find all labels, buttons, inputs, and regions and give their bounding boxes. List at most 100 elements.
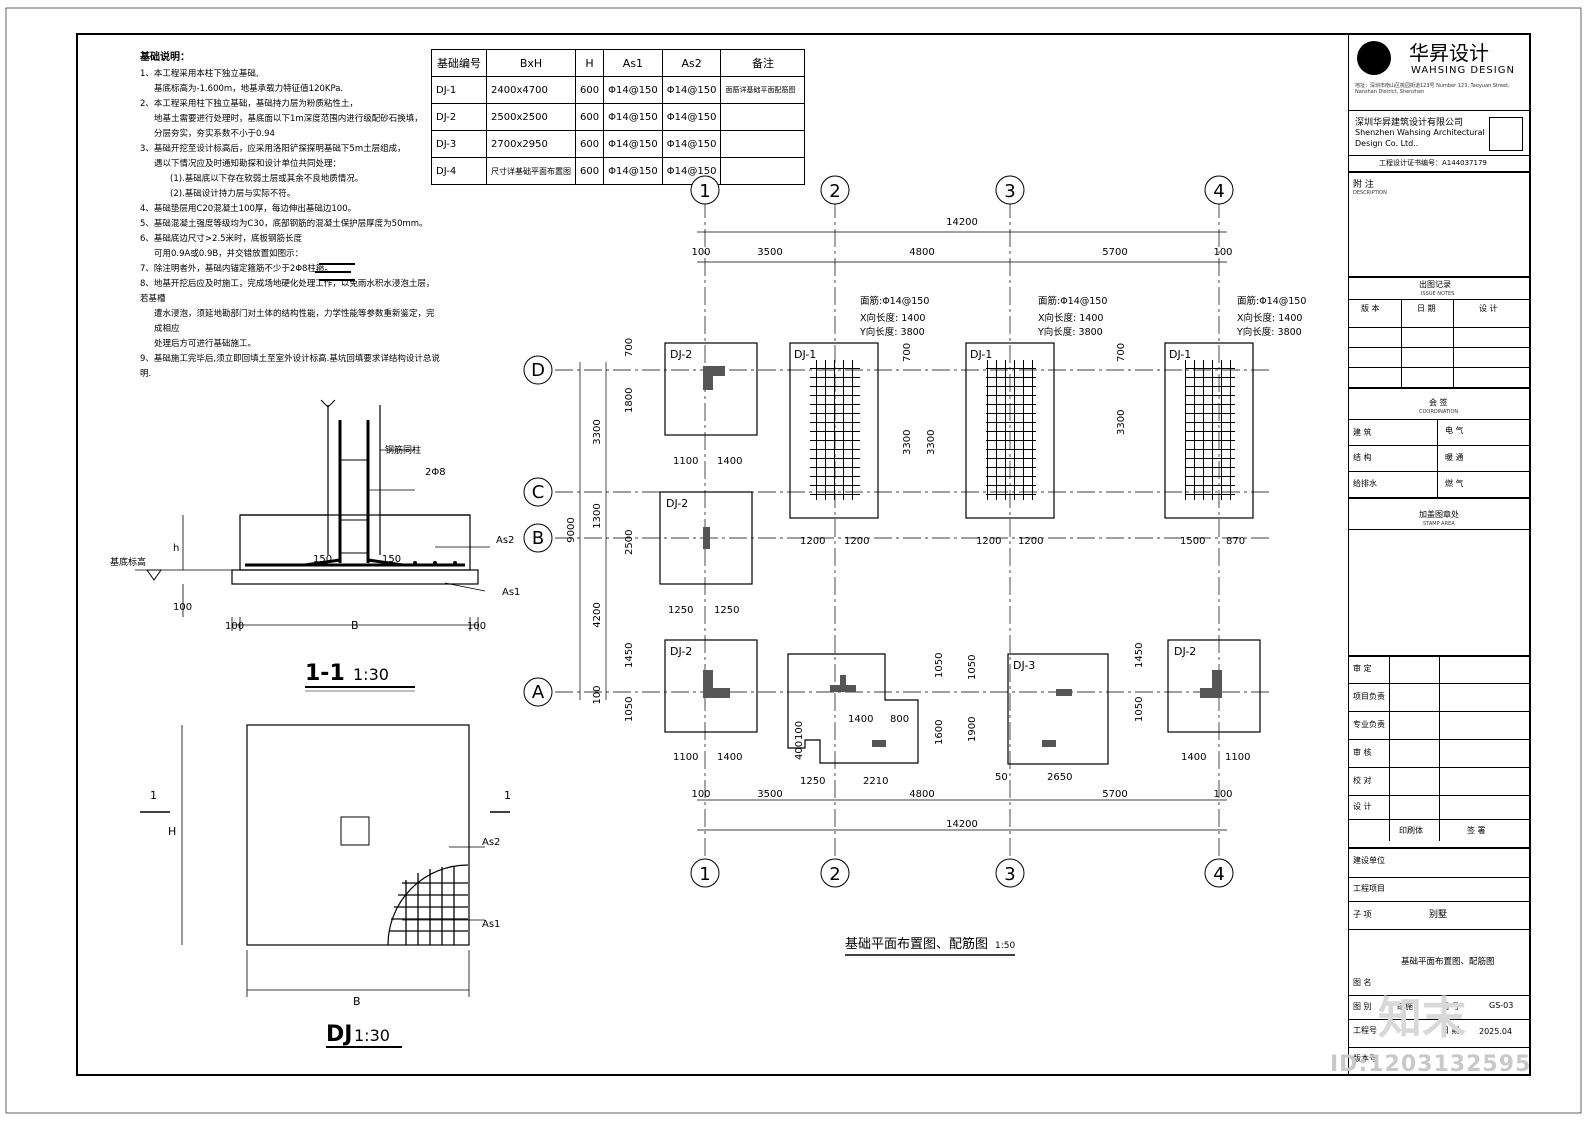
table-cell: 尺寸详基础平面布置图: [486, 157, 576, 185]
note-line: 2、本工程采用柱下独立基础，基础持力层为粉质粘性土，: [140, 99, 358, 109]
dim: 50: [995, 772, 1008, 783]
rebar-note: 面筋:Φ14@150: [860, 295, 929, 307]
axis-label-a: A: [532, 682, 545, 703]
stamp-label: 加盖图章处: [1419, 510, 1459, 519]
gas-label: 燃 气: [1445, 479, 1464, 488]
dim-total: 14200: [946, 217, 978, 228]
dim: 1200: [1018, 536, 1043, 547]
dj-scale: 1:30: [354, 1026, 390, 1045]
struct-label: 结 构: [1353, 453, 1372, 462]
title-block: 华昇设计 WAHSING DESIGN 地址：深圳市南山区桃园街道123号 Nu…: [1348, 34, 1530, 1075]
table-cell: 2500x2500: [486, 103, 576, 131]
dj-h-label: H: [168, 825, 176, 838]
axis-label-3: 3: [1004, 864, 1015, 885]
footing-dj2: [664, 342, 758, 436]
drawing-label: 图 名: [1353, 978, 1372, 987]
table-cell: DJ-3: [431, 130, 487, 158]
table-cell: 2700x2950: [486, 130, 576, 158]
table-row: DJ-4 尺寸详基础平面布置图 600 Φ14@150 Φ14@150: [431, 157, 806, 185]
notes-heading: 基础说明：: [140, 52, 190, 63]
note-line: 9、基础施工完毕后,须立即回填土至室外设计标高.基坑回填要求详结构设计总说明.: [140, 354, 440, 379]
note-line: 基底标高为-1.600m，地基承载力特征值120KPa.: [154, 84, 344, 94]
dim-top: 5700: [1102, 247, 1127, 258]
dim: 1800: [624, 388, 635, 413]
section-dim-100: 100: [173, 602, 192, 613]
table-cell: Φ14@150: [661, 103, 722, 131]
company-name-cn: 华昇设计: [1409, 41, 1489, 65]
dim: 1500: [1180, 536, 1205, 547]
note-line: 8、地基开挖后应及时施工，完成场地硬化处理工作，以免雨水积水浸泡土层，若基槽: [140, 279, 435, 304]
dim: 3300: [926, 430, 937, 455]
dim: 2500: [624, 530, 635, 555]
note-line: 6、基础底边尺寸>2.5米时，底板钢筋长度: [140, 234, 303, 244]
rebar-y: Y向长度: 3800: [859, 326, 925, 338]
footing-label: DJ-2: [670, 645, 692, 658]
ver-label: 版本号: [1353, 1054, 1377, 1063]
table-header: As2: [661, 49, 722, 77]
dim-left: 4200: [592, 602, 603, 627]
issue-en: ISSUE NOTES: [1421, 291, 1455, 297]
dim: 1600: [934, 720, 945, 745]
pm-label: 项目负责: [1353, 692, 1385, 701]
section-dim-150: 150: [313, 554, 332, 565]
dim: 1100: [673, 752, 698, 763]
table-header: 备注: [720, 49, 806, 77]
dim: 1400: [848, 714, 873, 725]
hvac-label: 暖 通: [1445, 453, 1464, 462]
section-title: 1-1: [305, 661, 345, 686]
section-b-label: B: [351, 619, 359, 632]
note-line: 可用0.9A或0.9B，并交错放置如图示：: [154, 249, 304, 259]
dim-top: 100: [1213, 247, 1232, 258]
table-cell: Φ14@150: [661, 130, 722, 158]
table-header: H: [574, 49, 605, 77]
table-cell: [720, 157, 806, 185]
dim: 1400: [717, 752, 742, 763]
dim: 700: [902, 343, 913, 362]
type-value: 结施: [1397, 1002, 1413, 1011]
footing-label: DJ-2: [670, 348, 692, 361]
dj-cut-mark: 1: [150, 789, 157, 802]
note-line: 5、基础混凝土强度等级均为C30，底部钢筋的混凝土保护层厚度为50mm。: [140, 219, 428, 229]
firm-name-cn: 深圳华昇建筑设计有限公司: [1355, 118, 1464, 128]
footing-label: DJ-2: [1174, 645, 1196, 658]
footing-dj3: [1007, 653, 1109, 765]
ver-col: 版 本: [1361, 304, 1380, 313]
dim: 1100: [1225, 752, 1250, 763]
table-cell: 600: [574, 103, 605, 131]
footing-dj4: [787, 653, 919, 764]
section-rebar-label: 钢筋同柱: [385, 444, 421, 456]
approve-label: 审 定: [1353, 664, 1372, 673]
notes-en: DESCRIPTION: [1353, 190, 1387, 196]
footing-label: DJ-2: [666, 497, 688, 510]
dj-b-label: B: [353, 995, 361, 1008]
rebar-x: X向长度: 1400: [860, 312, 925, 324]
foundation-schedule-table: 基础编号 BxH H As1 As2 备注 DJ-1 2400x4700 600…: [431, 49, 806, 185]
table-cell: [720, 103, 806, 131]
sub-value: 别墅: [1429, 910, 1448, 920]
dim: 1400: [717, 456, 742, 467]
note-line: (2).基础设计持力层与实际不符。: [170, 189, 296, 199]
footing-dj2: [664, 639, 758, 733]
job-label: 工程号: [1353, 1026, 1377, 1035]
section-as1-label: As1: [502, 587, 520, 598]
dim: 1050: [1134, 697, 1145, 722]
dim: 1450: [1134, 643, 1145, 668]
dim: 1200: [800, 536, 825, 547]
date-label: 日 期: [1441, 1026, 1460, 1035]
note-line: (1).基础底以下存在软弱土层或其余不良地质情况。: [170, 174, 364, 184]
dim: 400: [794, 741, 805, 760]
footing-label: DJ-1: [1169, 348, 1191, 361]
rebar-x: X向长度: 1400: [1237, 312, 1302, 324]
section-dim-100: 100: [467, 621, 486, 632]
dim-left: 1300: [592, 503, 603, 528]
sub-label: 子 项: [1353, 910, 1372, 919]
firm-name-en: Shenzhen Wahsing Architectural: [1355, 128, 1485, 137]
dim: 1050: [624, 697, 635, 722]
section-stirrup-label: 2Φ8: [425, 467, 446, 478]
rebar-x: X向长度: 1400: [1038, 312, 1103, 324]
dim-top: 3500: [757, 247, 782, 258]
note-line: 遇以下情况应及时通知勘探和设计单位共同处理：: [154, 159, 342, 169]
sign-label: 会 签: [1429, 398, 1448, 407]
table-cell: [720, 130, 806, 158]
